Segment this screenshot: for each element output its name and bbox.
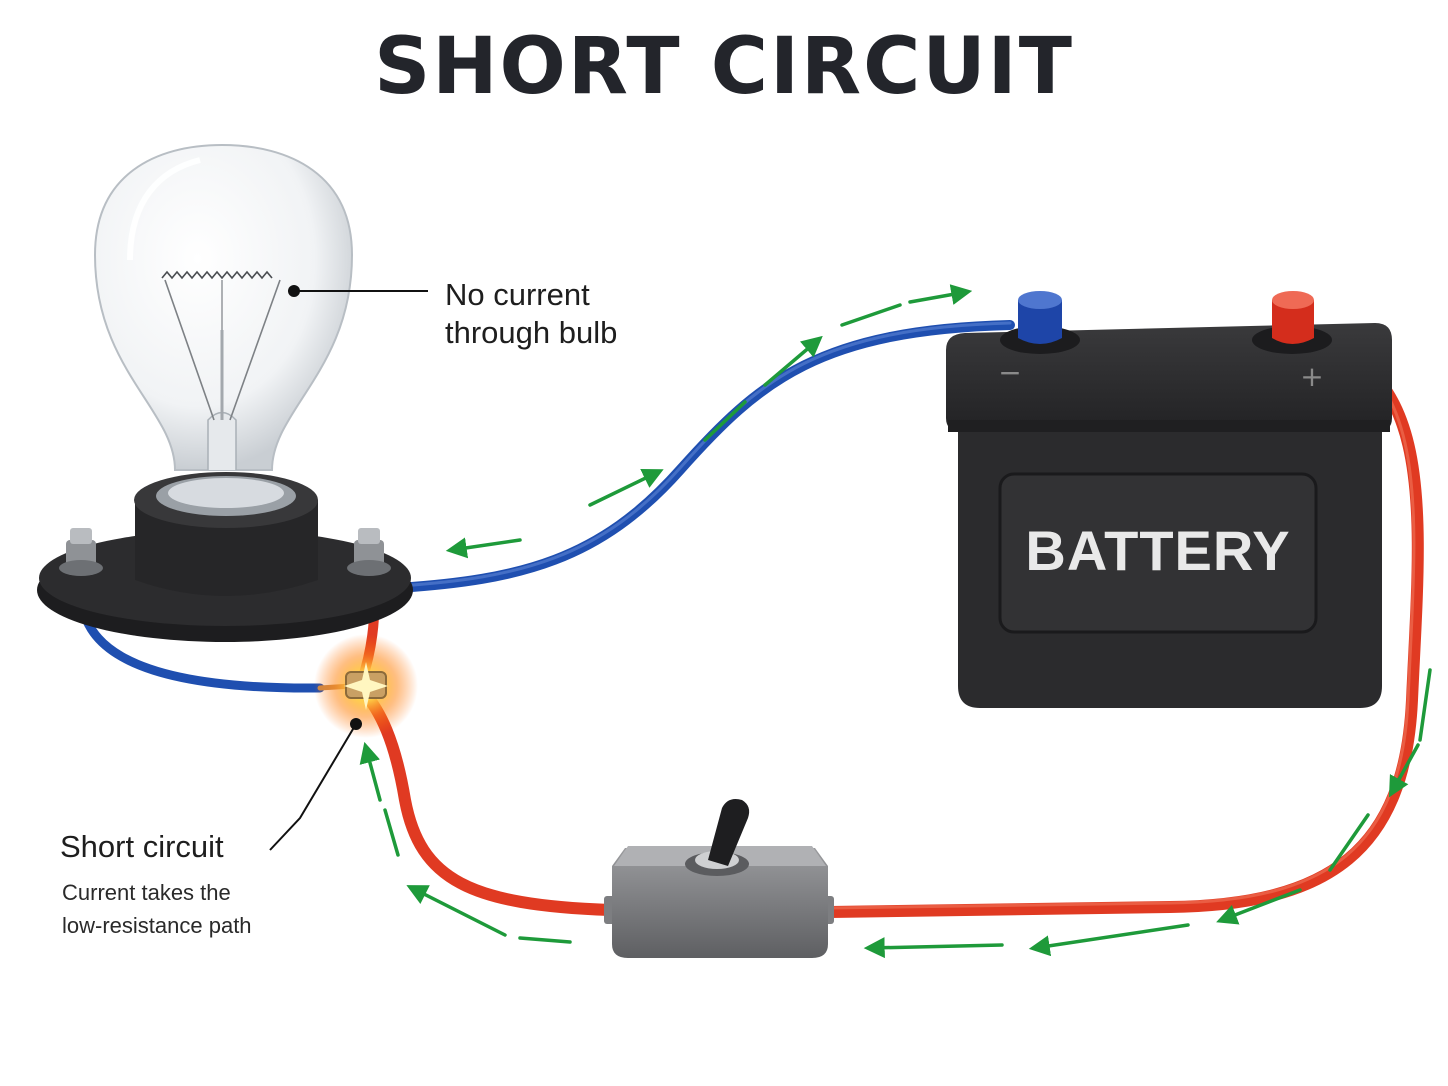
current-arrow-icon [518, 936, 572, 944]
short-sub-line-1: Current takes the [62, 880, 231, 905]
short-circuit-description: Current takes the low-resistance path [62, 876, 322, 942]
bulb-terminal-left [59, 528, 103, 576]
battery-icon: BATTERY − + [946, 291, 1392, 708]
short-label-leader [269, 723, 357, 851]
page-title: SHORT CIRCUIT [374, 22, 1074, 112]
negative-terminal-sign: − [998, 356, 1021, 389]
current-arrow-icon [908, 284, 973, 305]
light-bulb-icon [37, 143, 413, 642]
current-arrow-icon [703, 400, 747, 442]
current-arrow-icon [1418, 668, 1432, 742]
current-arrow-icon [1328, 813, 1370, 872]
bulb-label-dot [288, 285, 300, 297]
current-arrow-icon [383, 808, 400, 857]
current-arrow-icon [588, 468, 664, 507]
current-arrow-icon [1028, 923, 1190, 957]
battery-text: BATTERY [1025, 519, 1290, 582]
current-arrows [359, 284, 1432, 959]
current-arrow-icon [763, 335, 823, 387]
positive-terminal-sign: + [1300, 360, 1323, 393]
bulb-label-line-1: No current [445, 277, 590, 312]
current-arrow-icon [863, 937, 1004, 959]
current-arrow-icon [359, 741, 382, 802]
current-arrow-icon [1388, 743, 1420, 798]
bulb-label: No current through bulb [445, 276, 705, 352]
negative-wire-main [393, 320, 1015, 593]
current-arrow-icon [840, 303, 902, 327]
bulb-terminal-right [347, 528, 391, 576]
short-sub-line-2: low-resistance path [62, 913, 252, 938]
current-arrow-icon [1216, 888, 1302, 925]
current-arrow-icon [406, 885, 507, 937]
bulb-label-line-2: through bulb [445, 315, 618, 350]
short-circuit-label: Short circuit [60, 829, 224, 864]
spark-icon [314, 634, 418, 738]
toggle-switch-icon [604, 799, 834, 958]
battery-label-panel [998, 472, 1318, 634]
short-label-dot [350, 718, 362, 730]
current-arrow-icon [445, 537, 522, 559]
